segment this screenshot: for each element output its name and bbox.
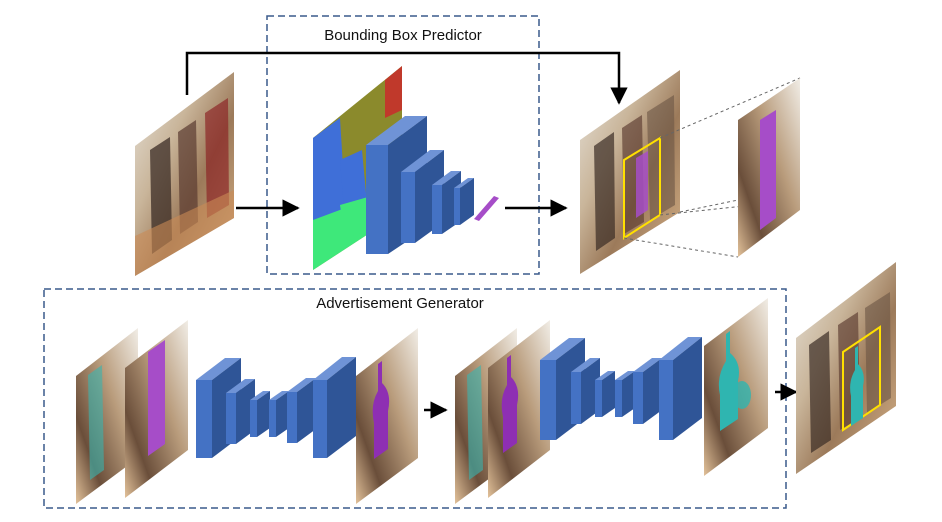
predictor-cnn — [366, 116, 499, 254]
generator-input-crop — [76, 328, 138, 504]
bbox-predictor-title: Bounding Box Predictor — [324, 27, 482, 44]
input-image — [135, 72, 234, 276]
zoom-lines — [623, 77, 801, 258]
generator-input-mask — [125, 320, 188, 498]
generator-output-2 — [704, 298, 768, 476]
bbox-predictor-frame — [266, 15, 540, 275]
predicted-bbox-image — [580, 70, 680, 274]
generator-cnn-1 — [196, 357, 356, 458]
refiner-input-purple — [488, 320, 550, 498]
final-advertisement-image — [796, 262, 896, 474]
generator-cnn-2 — [540, 337, 702, 440]
arrow-down-icon — [185, 51, 628, 105]
ad-generator-title: Advertisement Generator — [316, 295, 484, 312]
generator-output-1 — [356, 328, 418, 504]
cropped-mask-patch — [738, 78, 800, 257]
